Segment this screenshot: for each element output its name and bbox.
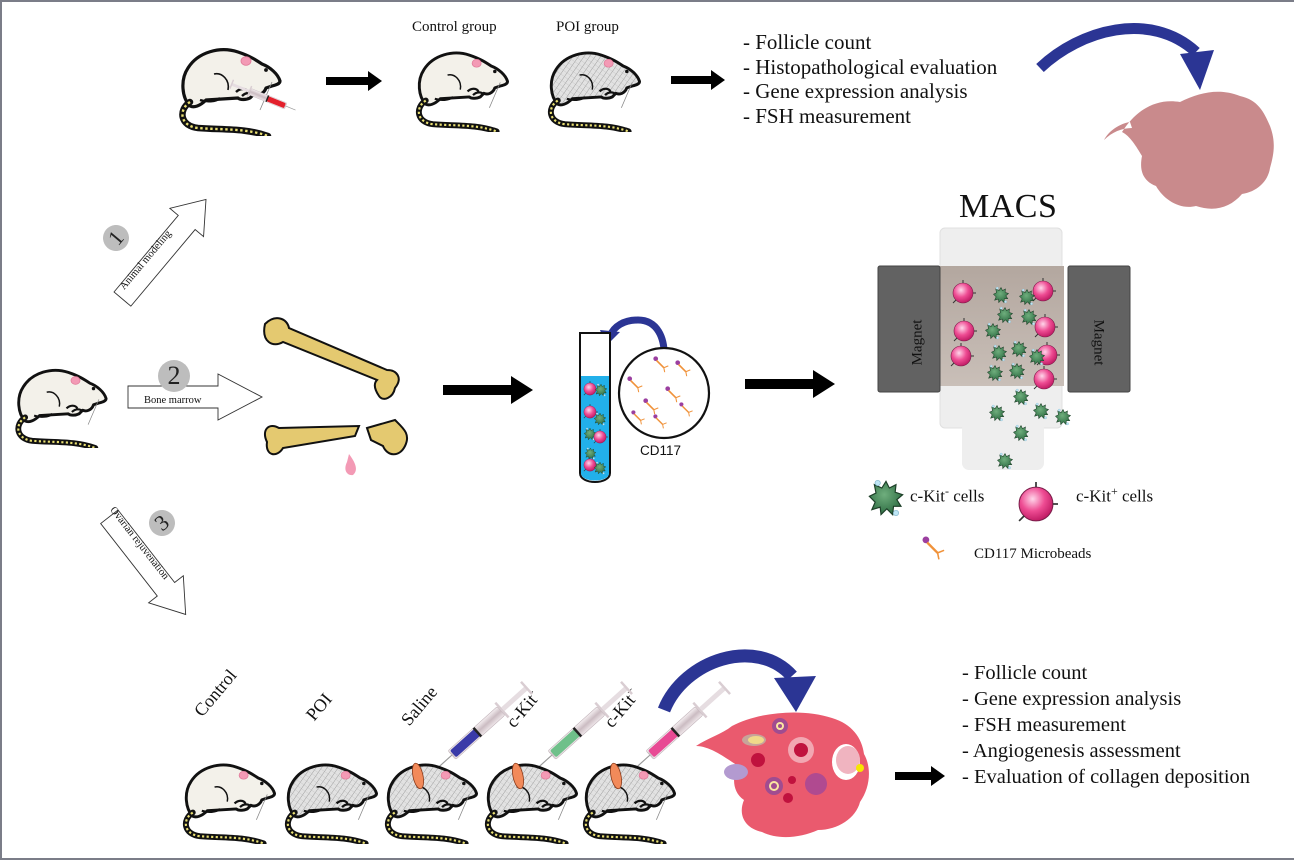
magnet-left-label: Magnet [909, 319, 926, 366]
ckit-positive-legend: c-Kit+ cells [1076, 484, 1153, 507]
outcome-item: - Follicle count [743, 30, 872, 54]
outcome-item: - FSH measurement [743, 103, 911, 128]
hollow-arrow-right-icon [127, 373, 263, 421]
test-tube-icon [579, 332, 611, 483]
right-arrow-icon [745, 370, 835, 398]
outcome-item: - Evaluation of collagen deposition [962, 766, 1251, 788]
outcome-item: - Gene expression analysis [743, 79, 968, 103]
microbeads-legend: CD117 Microbeads [974, 546, 1092, 562]
rat-poi-icon [282, 752, 382, 844]
rat-ckit-negative-icon [482, 752, 582, 844]
bones-icon [263, 317, 409, 476]
ckit-positive-cell-icon [1018, 482, 1058, 522]
step-label: Bone marrow [144, 395, 202, 406]
step-number-badge: 2 [158, 360, 190, 392]
outcome-item: - Gene expression analysis [962, 688, 1182, 710]
donor-rat-icon [12, 358, 112, 448]
right-arrow-icon [443, 376, 533, 404]
poi-group-label: POI group [556, 19, 619, 35]
ckit-negative-cell-icon [868, 479, 904, 517]
ckit-negative-text: c-Kit [910, 486, 945, 506]
macs-column-diagram [877, 227, 1131, 470]
right-arrow-icon [671, 70, 725, 90]
curved-arrow-icon [1036, 23, 1214, 90]
outcome-item: - Angiogenesis assessment [962, 740, 1181, 762]
magnet-right-label: Magnet [1090, 319, 1107, 366]
right-arrow-icon [326, 71, 382, 91]
hollow-arrow-down-right-icon [100, 509, 187, 616]
macs-title: MACS [959, 188, 1058, 225]
control-group-label: Control group [412, 19, 497, 35]
ckit-negative-legend: c-Kit- cells [910, 484, 984, 507]
hollow-arrow-up-right-icon [113, 198, 207, 307]
cd117-microbeads-circle [617, 346, 711, 440]
rat-control-icon [180, 752, 280, 844]
outcome-item: - Histopathological evaluation [743, 54, 998, 79]
rat-ckit-positive-icon [580, 752, 680, 844]
ckit-positive-text: c-Kit [1076, 486, 1111, 506]
right-arrow-icon [895, 766, 945, 786]
syringe-red-icon [228, 78, 299, 116]
control-rat-icon [413, 40, 513, 132]
ckit-positive-suffix: cells [1117, 486, 1154, 506]
ckit-positive-sup: + [1110, 484, 1118, 498]
ckit-negative-suffix: cells [948, 486, 985, 506]
microbead-icon [922, 536, 946, 561]
poi-rat-icon [545, 40, 645, 132]
outcome-item: - Follicle count [962, 662, 1088, 684]
cd117-label: CD117 [640, 443, 682, 458]
step1-outcome-list: - Follicle count - Histopathological eva… [743, 30, 997, 128]
ovary-icon [1104, 91, 1274, 209]
rat-saline-icon [382, 752, 482, 844]
curved-arrow-icon [657, 649, 816, 713]
ckit-negative-sup: - [944, 484, 949, 498]
rejuvenated-ovary-icon [696, 712, 869, 838]
step3-outcome-list: - Follicle count - Gene expression analy… [962, 660, 1250, 790]
outcome-item: - FSH measurement [962, 714, 1126, 736]
